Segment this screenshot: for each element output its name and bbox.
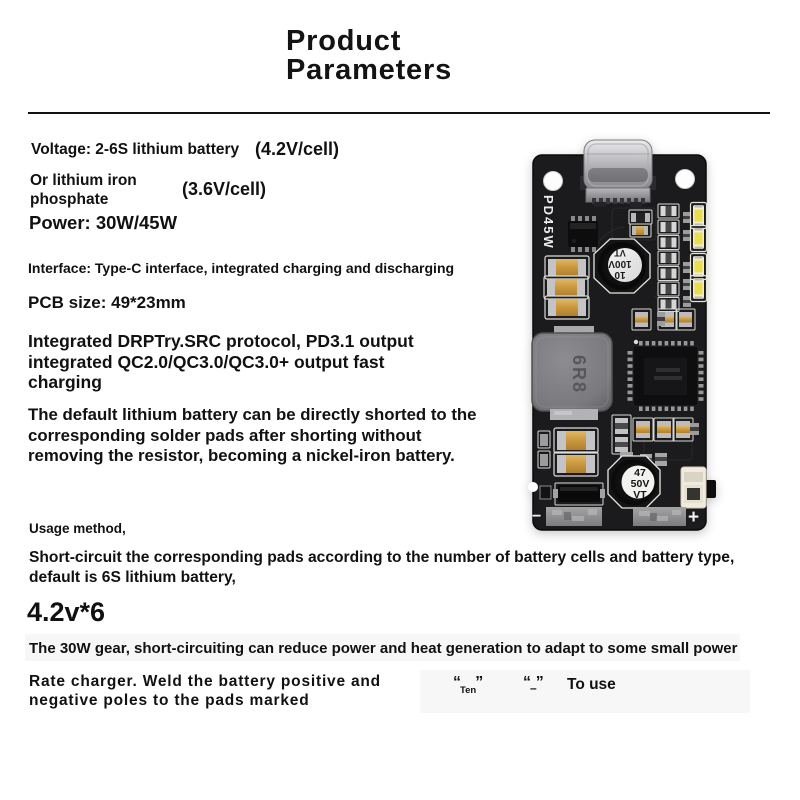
spec-chemistry: Or lithium iron phosphate — [30, 172, 137, 208]
cap-bottom-marking-1: 47 — [634, 467, 646, 479]
plus-pad-mark: “Ten” — [453, 674, 483, 696]
cap-bottom-marking-3: VT — [633, 489, 647, 501]
cap-top-marking-1: 10 — [614, 269, 626, 280]
tiny-parts-column — [683, 212, 691, 307]
quote-close: ” — [475, 674, 484, 691]
mlcc-group-top — [543, 255, 590, 320]
spec-protocol: Integrated DRPTry.SRC protocol, PD3.1 ou… — [28, 331, 414, 392]
capacitor-top: 10 100V VT — [593, 238, 651, 294]
mounting-hole-right — [675, 169, 695, 189]
cap-top-marking-3: VT — [614, 248, 626, 258]
highlight-band-marks — [420, 670, 750, 713]
spec-voltage-value: (4.2V/cell) — [255, 139, 340, 159]
soic8-ic — [568, 216, 598, 252]
small-resistors-under-usb — [628, 209, 653, 238]
usage-instruction: Short-circuit the corresponding pads acc… — [29, 549, 735, 586]
minus-pad-label: – — [530, 681, 537, 695]
pcb-model-label: PD45W — [541, 195, 556, 250]
spec-pcb-size: PCB size: 49*23mm — [28, 293, 186, 312]
cap-top-marking-2: 100V — [608, 258, 632, 269]
usb-c-connector — [580, 139, 656, 207]
usage-formula: 4.2v*6 — [27, 597, 106, 627]
pcb-photo: PD45W 10 100V VT — [528, 139, 716, 531]
plus-pad-label: Ten — [460, 685, 477, 696]
cap-row-above-qfn — [631, 308, 696, 331]
led-column — [689, 201, 708, 303]
page-title: Product Parameters — [286, 25, 452, 86]
quote-open: “ — [523, 674, 531, 691]
board-minus-pad: − — [532, 508, 541, 525]
title-divider — [28, 112, 770, 114]
mounting-hole-left — [543, 171, 563, 191]
spec-default-note: The default lithium battery can be direc… — [28, 405, 477, 465]
diode — [539, 482, 605, 506]
highlight-band-gear — [25, 634, 740, 661]
spec-interface: Interface: Type-C interface, integrated … — [28, 260, 455, 276]
cap-bottom-marking-2: 50V — [631, 478, 650, 490]
jst-connector-switch — [680, 466, 716, 509]
quote-close: ” — [535, 674, 544, 691]
usage-heading: Usage method, — [29, 521, 126, 536]
board-plus-pad: + — [688, 507, 699, 528]
resistor-column — [657, 203, 680, 312]
inductor-marking: 6R8 — [569, 355, 589, 394]
spec-chemistry-value: (3.6V/cell) — [182, 179, 267, 199]
usage-weld-note: Rate charger. Weld the battery positive … — [29, 673, 381, 709]
capacitor-bottom: 47 50V VT — [607, 455, 661, 509]
quote-open: “ — [453, 674, 461, 691]
to-use-label: To use — [567, 676, 616, 693]
spec-voltage: Voltage: 2-6S lithium battery — [31, 141, 240, 158]
minus-pad-mark: “–” — [523, 674, 544, 695]
inductor: 6R8 — [531, 326, 613, 420]
mlcc-group-bottom — [537, 427, 599, 477]
usage-gear-note: The 30W gear, short-circuiting can reduc… — [29, 640, 738, 657]
spec-power: Power: 30W/45W — [29, 212, 178, 233]
solder-pads — [546, 507, 686, 526]
qfn-chip — [627, 339, 704, 411]
castellation-notch — [528, 482, 538, 492]
